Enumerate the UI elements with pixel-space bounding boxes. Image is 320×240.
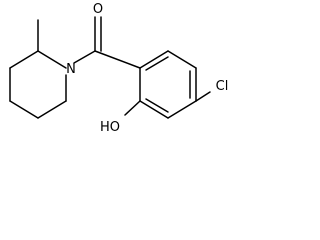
bond-oh	[124, 100, 141, 116]
atom-cl: Cl	[216, 79, 229, 94]
bond-c2-c3	[9, 50, 39, 69]
piperidine-ring	[9, 50, 67, 119]
bond-ar-5	[139, 100, 169, 119]
bond-ar-inner-3	[145, 98, 169, 113]
bond-ar-1	[139, 50, 169, 69]
bond-ar-inner-1	[145, 56, 169, 71]
bond-cl	[195, 91, 211, 102]
bond-carbonyl-ring	[94, 50, 141, 69]
bond-c4-c5	[9, 100, 39, 119]
bond-c5-c6	[37, 100, 67, 119]
benzene-ring	[139, 50, 197, 119]
bond-n-c2	[37, 50, 67, 69]
bond-n-carbonyl	[73, 50, 96, 64]
atom-n: N	[66, 62, 76, 77]
atom-oh: HO	[100, 120, 120, 135]
bond-ar-4	[167, 100, 197, 119]
bond-ar-2	[167, 50, 197, 69]
chemical-structure: O N Cl HO	[9, 2, 229, 135]
atom-o-carbonyl: O	[93, 2, 103, 17]
